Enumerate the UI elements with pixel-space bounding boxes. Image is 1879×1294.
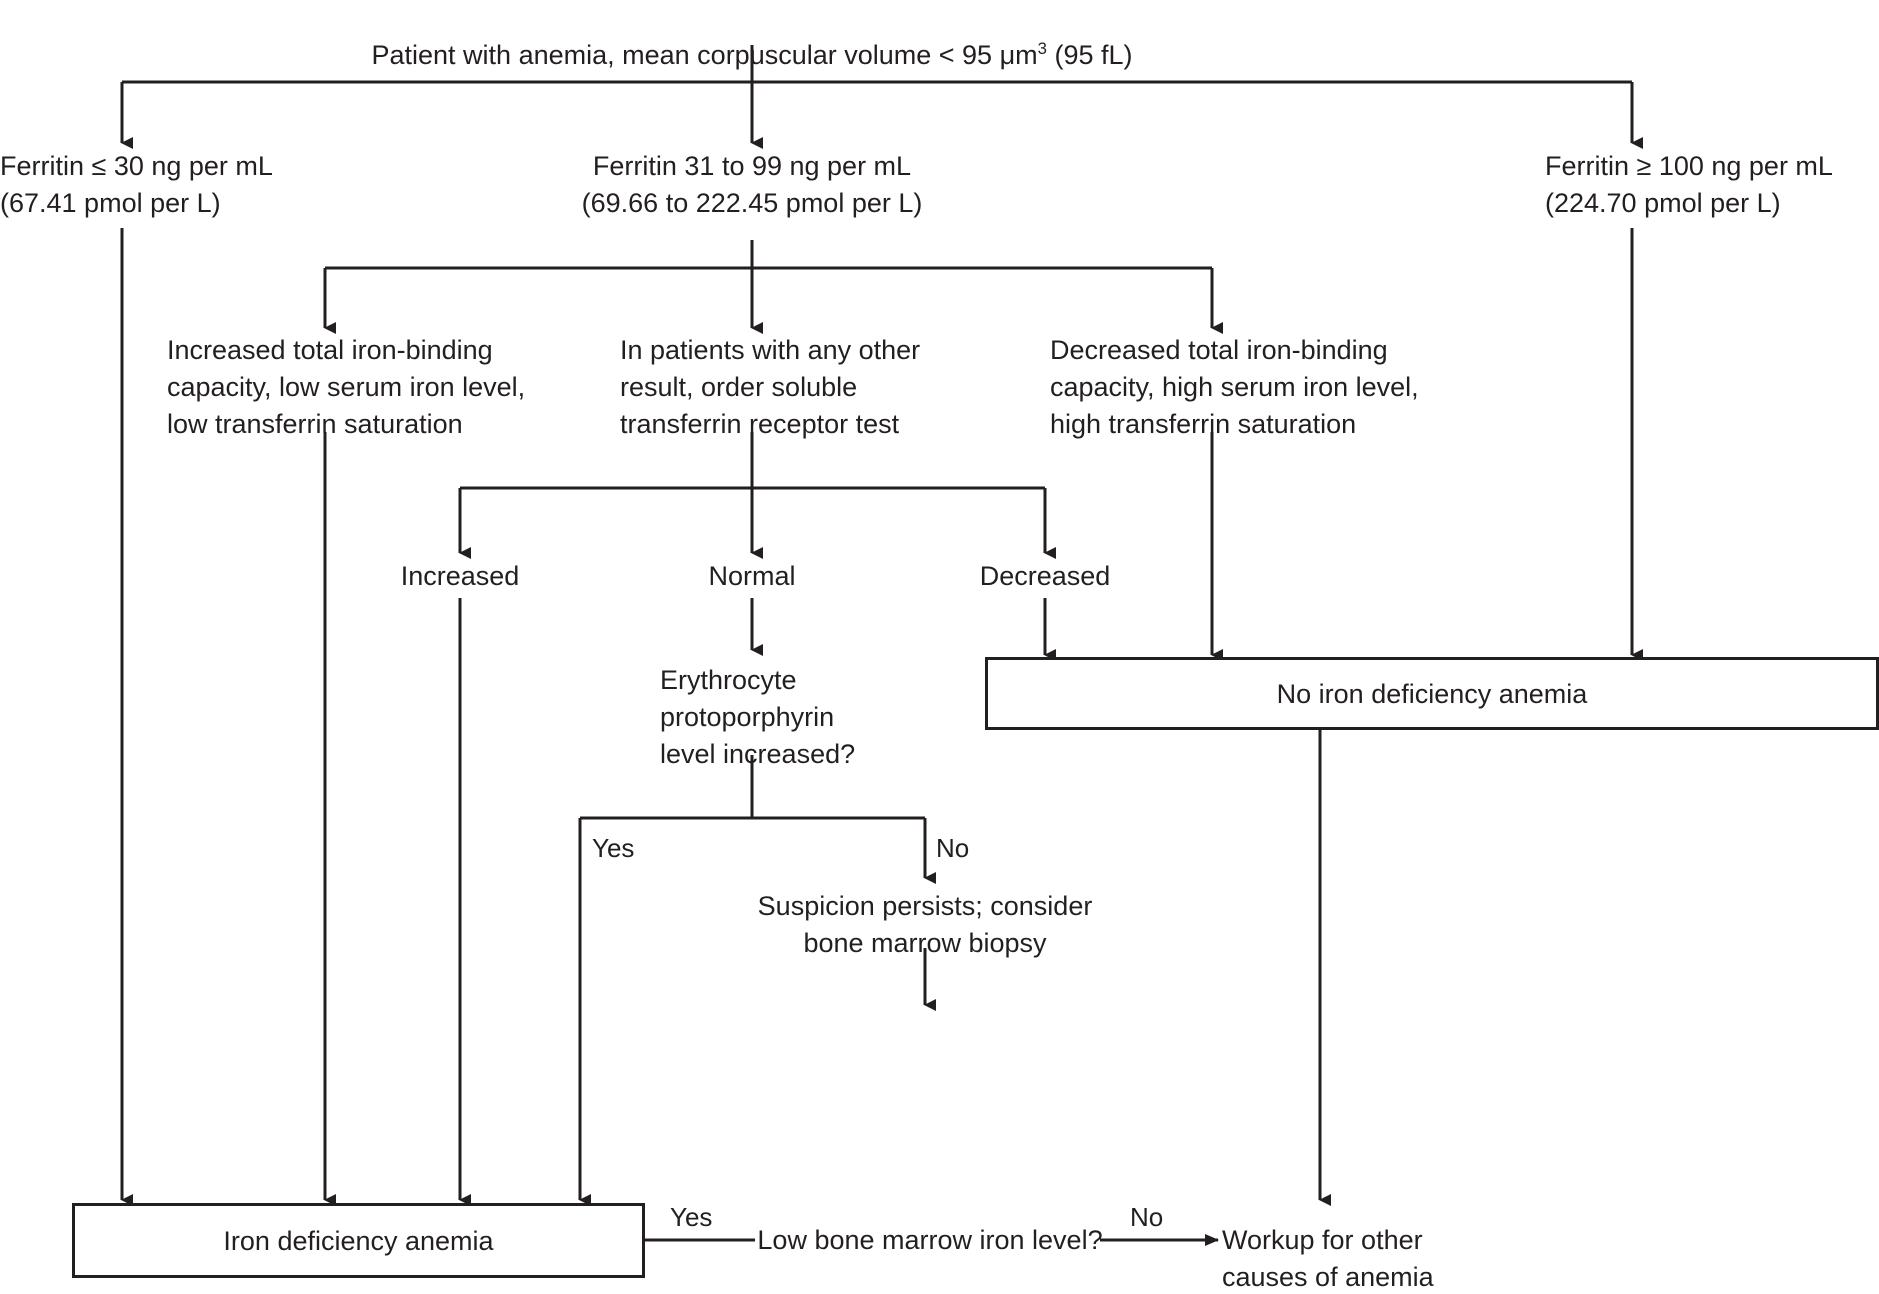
- node-ferritin-low: Ferritin ≤ 30 ng per mL (67.41 pmol per …: [0, 151, 273, 218]
- node-bone-marrow-biopsy: Suspicion persists; consider bone marrow…: [757, 891, 1093, 958]
- node-tibc-decreased: Decreased total iron-binding capacity, h…: [1050, 335, 1419, 439]
- root-text-tail: (95 fL): [1046, 40, 1133, 70]
- node-root: Patient with anemia, mean corpuscular vo…: [352, 0, 1152, 74]
- node-ferritin-mid: Ferritin 31 to 99 ng per mL (69.66 to 22…: [581, 151, 923, 218]
- root-text-main: Patient with anemia, mean corpuscular vo…: [371, 40, 1038, 70]
- edge-label-marrow-yes: Yes: [670, 1202, 713, 1232]
- node-workup-other-causes: Workup for other causes of anemia: [1222, 1225, 1434, 1292]
- node-tibc-increased: Increased total iron-binding capacity, l…: [167, 335, 526, 439]
- edge-label-marrow-no: No: [1130, 1202, 1164, 1232]
- edge-label-epp-yes: Yes: [592, 833, 635, 863]
- root-superscript: 3: [1037, 39, 1047, 58]
- node-ferritin-high: Ferritin ≥ 100 ng per mL (224.70 pmol pe…: [1545, 151, 1833, 218]
- node-stfr-normal: Normal: [708, 561, 796, 591]
- node-epp-question: Erythrocyte protoporphyrin level increas…: [660, 665, 856, 769]
- box-no-iron-deficiency-anemia: No iron deficiency anemia: [985, 657, 1879, 730]
- node-stfr-increased: Increased: [400, 561, 520, 591]
- node-stfr-decreased: Decreased: [979, 561, 1111, 591]
- node-stfr-order: In patients with any other result, order…: [620, 335, 921, 439]
- node-low-bone-marrow-iron: Low bone marrow iron level?: [757, 1225, 1103, 1255]
- box-iron-deficiency-anemia: Iron deficiency anemia: [72, 1203, 645, 1278]
- edge-label-epp-no: No: [936, 833, 970, 863]
